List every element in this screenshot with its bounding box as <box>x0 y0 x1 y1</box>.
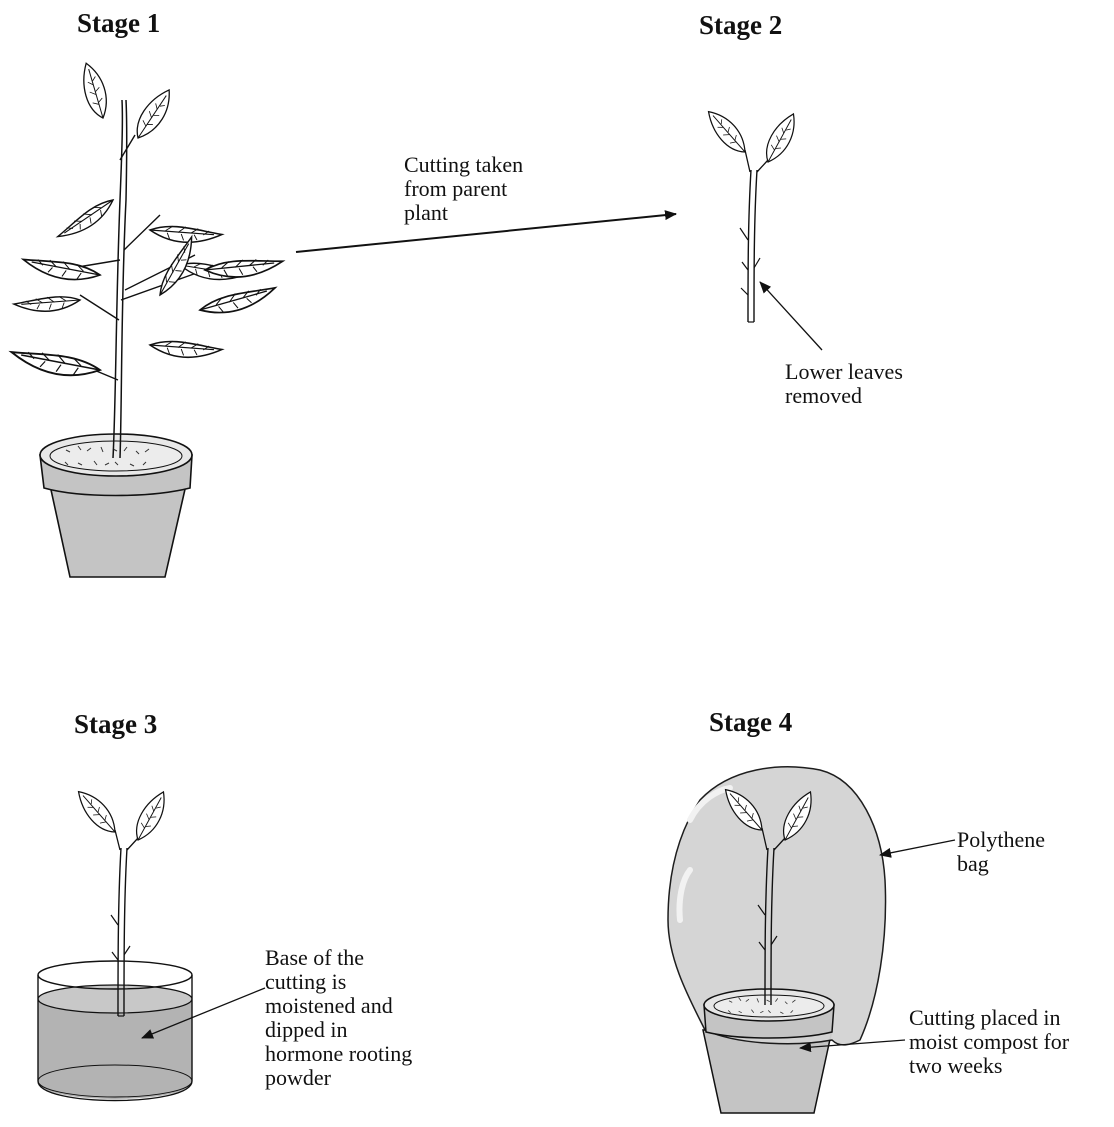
cutting-arrow <box>296 214 676 252</box>
stage-3-beaker <box>38 784 192 1101</box>
polythene-bag-arrow <box>880 840 955 855</box>
lower-leaves-arrow <box>760 282 822 350</box>
stage-4-pot-bag <box>668 767 886 1113</box>
stage-1-plant <box>12 62 283 577</box>
stage-2-cutting <box>705 104 806 322</box>
